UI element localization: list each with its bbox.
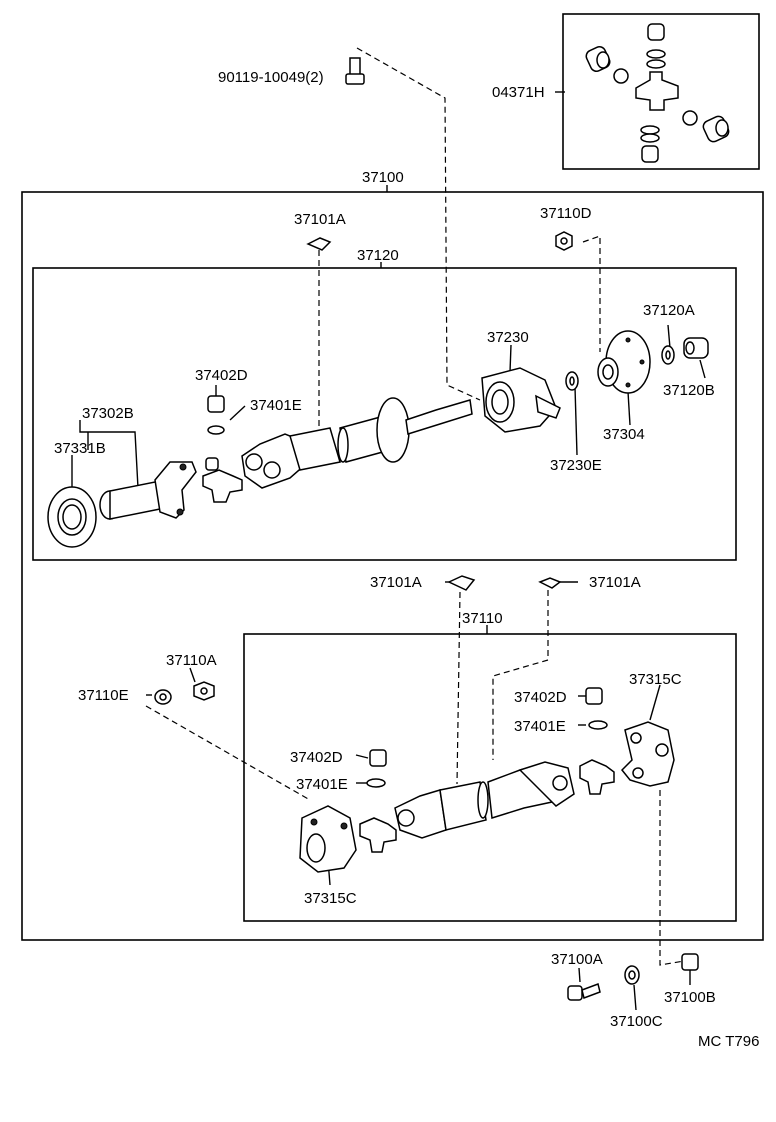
mid-washer-left-icon [447,575,476,591]
label-nut-bottom: 37100B [664,989,716,1006]
yoke-icon [99,461,197,520]
bottom-guide-line [659,790,691,966]
catalog-code: MC T796 [698,1033,759,1050]
flange-washer-icon [661,345,675,365]
label-washer-bottom: 37100C [610,1013,663,1030]
label-joint-kit: 04371H [492,84,545,101]
label-rear-nut: 37110D [540,205,592,222]
label-rear-assy: 37120 [357,247,399,264]
flange-yoke-left-icon [299,805,357,873]
bearing-washer-icon [565,371,579,391]
bottom-washer-icon [624,965,640,985]
label-assy-main: 37100 [362,169,404,186]
nut-icon [555,231,573,251]
label-front-assy: 37110 [462,610,503,627]
label-grease-fit-left: 37402D [290,749,343,766]
grease-fitting-right-icon [585,687,608,730]
spider-joint-right-icon [579,759,615,795]
mid-washer-right-icon [538,577,562,589]
main-assembly-box [21,191,764,941]
washer-icon [306,237,332,251]
front-washer-icon [154,689,172,705]
label-grease-washer: 37401E [250,397,302,414]
center-bearing-icon [481,367,561,433]
label-grease-fit-right: 37402D [514,689,567,706]
flange-nut-icon [683,337,709,359]
label-yoke-b: 37302B [82,405,134,422]
label-flange: 37304 [603,426,645,443]
spider-joint-icon [202,457,243,503]
label-grease-fit: 37402D [195,367,248,384]
tube-shaft-icon [337,397,473,463]
mid-guide-right [492,590,549,760]
front-shaft-box [243,633,737,922]
label-bolt-top: 90119-10049(2) [218,69,324,86]
front-tube-shaft-icon [394,761,575,839]
label-bolt-bottom: 37100A [551,951,603,968]
bolt-guide-line [356,47,481,401]
label-rear-washer: 37101A [294,211,346,228]
label-flange-yoke-left: 37315C [304,890,357,907]
label-grease-washer-left: 37401E [296,776,348,793]
label-seal-b: 37331B [54,440,106,457]
front-washer-guide [145,705,311,801]
label-bearing: 37230 [487,329,529,346]
nut-guide-line [582,235,601,352]
spider-joint-left-icon [359,817,397,853]
companion-flange-icon [597,330,651,394]
bolt-icon [345,57,365,85]
label-washer-a: 37120A [643,302,695,319]
label-flange-yoke-right: 37315C [629,671,682,688]
seal-ring-icon [47,486,97,548]
label-front-washer: 37110E [78,687,129,704]
label-grease-washer-right: 37401E [514,718,566,735]
label-front-nut: 37110A [166,652,217,669]
label-mid-washer-left: 37101A [370,574,422,591]
flange-yoke-right-icon [620,721,675,787]
label-bearing-washer: 37230E [550,457,602,474]
grease-fitting-left-icon [366,749,387,788]
mid-guide-left [456,591,461,785]
label-nut-b: 37120B [663,382,715,399]
rear-shaft-box [32,267,737,561]
front-nut-icon [193,681,215,701]
slip-yoke-icon [241,427,341,489]
bottom-nut-icon [681,953,699,971]
bottom-bolt-icon [567,983,601,1001]
label-mid-washer-right: 37101A [589,574,641,591]
grease-fitting-icon [207,395,225,435]
universal-joint-kit-icon [585,23,730,163]
